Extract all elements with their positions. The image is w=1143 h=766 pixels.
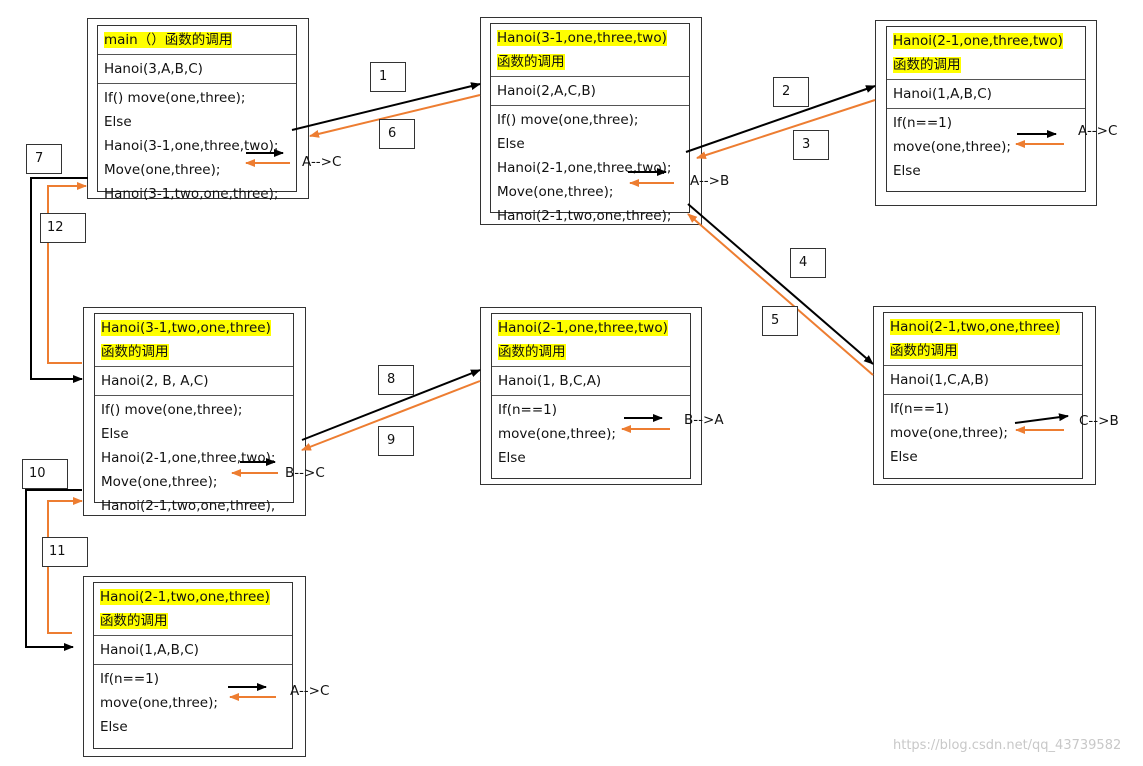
box-l1-left-title: Hanoi(3-1,one,three,two) 函数的调用	[491, 24, 689, 77]
watermark: https://blog.csdn.net/qq_43739582	[893, 738, 1122, 753]
box-main-call: Hanoi(3,A,B,C)	[98, 55, 296, 84]
box-l2-b-title: Hanoi(2-1,two,one,three) 函数的调用	[884, 313, 1082, 366]
box-l2-c: Hanoi(2-1,one,three,two) 函数的调用 Hanoi(1, …	[491, 313, 691, 479]
box-l2-d-call: Hanoi(1,A,B,C)	[94, 636, 292, 665]
return-arrow-3	[696, 99, 876, 160]
step-label-5: 5	[762, 306, 798, 336]
box-l1-right: Hanoi(3-1,two,one,three) 函数的调用 Hanoi(2, …	[94, 313, 294, 514]
box-l2-a-call: Hanoi(1,A,B,C)	[887, 80, 1085, 109]
box-l2-b-body: If(n==1) move(one,three); Else	[890, 401, 1008, 465]
step-label-8: 8	[378, 365, 414, 395]
return-arrow-6	[309, 94, 481, 138]
call-arrow-7	[30, 177, 88, 383]
step-label-10: 10	[22, 459, 68, 489]
call-arrow-10	[25, 489, 82, 651]
box-l2-d-body: If(n==1) move(one,three); Else	[100, 671, 218, 735]
box-main-title-line: main（）函数的调用	[104, 32, 233, 48]
move-label-l2-c: B-->A	[684, 412, 724, 428]
call-arrow-1	[291, 82, 481, 131]
move-label-l2-a: A-->C	[1078, 123, 1118, 139]
move-label-l1-right: B-->C	[285, 465, 325, 481]
box-l1-right-body: If() move(one,three); Else Hanoi(2-1,one…	[101, 402, 276, 514]
move-label-main: A-->C	[302, 154, 342, 170]
move-arrow-l2b-black	[1014, 413, 1069, 424]
call-arrow-8	[301, 369, 481, 441]
box-l2-b-call: Hanoi(1,C,A,B)	[884, 366, 1082, 395]
return-arrow-12	[47, 182, 87, 364]
step-label-2: 2	[773, 77, 809, 107]
return-arrow-5	[687, 213, 874, 376]
box-l2-d: Hanoi(2-1,two,one,three) 函数的调用 Hanoi(1,A…	[93, 582, 293, 749]
box-l2-c-call: Hanoi(1, B,C,A)	[492, 367, 690, 396]
box-l2-a: Hanoi(2-1,one,three,two) 函数的调用 Hanoi(1,A…	[886, 26, 1086, 192]
box-main-title: main（）函数的调用	[98, 26, 296, 55]
box-l1-left: Hanoi(3-1,one,three,two) 函数的调用 Hanoi(2,A…	[490, 23, 690, 224]
box-l2-a-body: If(n==1) move(one,three); Else	[893, 115, 1011, 179]
box-l2-c-body: If(n==1) move(one,three); Else	[498, 402, 616, 466]
box-main-body: If() move(one,three); Else Hanoi(3-1,one…	[104, 90, 279, 202]
step-label-9: 9	[378, 426, 414, 456]
step-label-11: 11	[42, 537, 88, 567]
step-label-6: 6	[379, 119, 415, 149]
call-arrow-2	[685, 85, 876, 153]
box-main: main（）函数的调用 Hanoi(3,A,B,C) If() move(one…	[97, 25, 297, 202]
box-l1-left-body: If() move(one,three); Else Hanoi(2-1,one…	[497, 112, 672, 224]
box-l2-c-title: Hanoi(2-1,one,three,two) 函数的调用	[492, 314, 690, 367]
box-l2-a-title: Hanoi(2-1,one,three,two) 函数的调用	[887, 27, 1085, 80]
step-label-4: 4	[790, 248, 826, 278]
step-label-3: 3	[793, 130, 829, 160]
move-label-l2-d: A-->C	[290, 683, 330, 699]
call-arrow-4	[687, 203, 874, 365]
box-l1-right-title: Hanoi(3-1,two,one,three) 函数的调用	[95, 314, 293, 367]
move-label-l2-b: C-->B	[1079, 413, 1119, 429]
step-label-1: 1	[370, 62, 406, 92]
step-label-7: 7	[26, 144, 62, 174]
box-l2-d-title: Hanoi(2-1,two,one,three) 函数的调用	[94, 583, 292, 636]
move-label-l1-left: A-->B	[690, 173, 730, 189]
return-arrow-9	[301, 380, 481, 451]
return-arrow-11	[47, 497, 83, 634]
box-l1-left-call: Hanoi(2,A,C,B)	[491, 77, 689, 106]
step-label-12: 12	[40, 213, 86, 243]
box-l2-b: Hanoi(2-1,two,one,three) 函数的调用 Hanoi(1,C…	[883, 312, 1083, 479]
box-l1-right-call: Hanoi(2, B, A,C)	[95, 367, 293, 396]
